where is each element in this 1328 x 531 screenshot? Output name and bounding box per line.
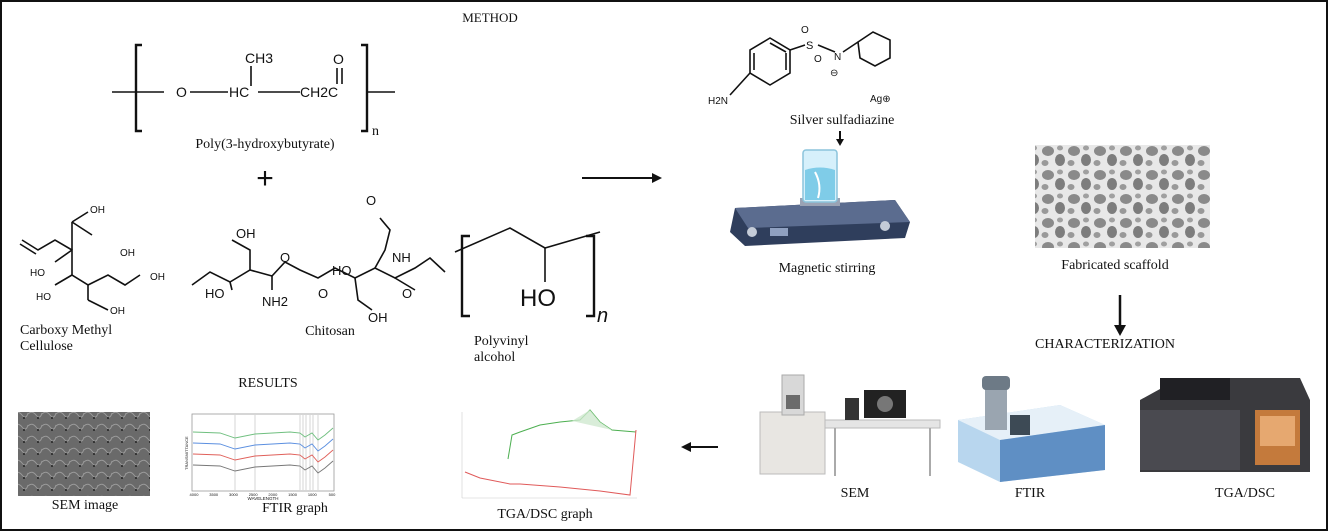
beaker-on-stirrer-icon xyxy=(730,149,910,246)
pva-atom-ho: HO xyxy=(520,285,556,312)
arrow-left-icon xyxy=(681,442,718,452)
sem-image xyxy=(18,412,150,496)
chitosan-atom-ho: HO xyxy=(332,263,352,278)
chitosan-atom-oh: OH xyxy=(368,310,388,325)
ftir-tick-label: 1000 xyxy=(308,492,318,497)
results-title: RESULTS xyxy=(238,376,297,391)
cmc-atom-oh: OH xyxy=(90,205,105,216)
ftir-tick-label: 2000 xyxy=(268,492,278,497)
phb-atom-o-carbonyl: O xyxy=(333,51,344,67)
chitosan-atom-o: O xyxy=(318,286,328,301)
phb-label: Poly(3-hydroxybutyrate) xyxy=(195,137,335,152)
phb-n: n xyxy=(372,124,379,139)
chitosan-atom-oh: OH xyxy=(236,226,256,241)
ssd-atom-n: N xyxy=(834,52,841,63)
ssd-structure: H2N S O O N ⊖ Ag⊕ xyxy=(708,25,891,107)
ftir-spectrum-line xyxy=(192,449,334,463)
scaffold-texture xyxy=(1035,145,1210,248)
arrow-right-icon xyxy=(582,173,662,183)
chitosan-atom-o: O xyxy=(402,286,412,301)
scaffold-label: Fabricated scaffold xyxy=(1061,258,1168,273)
pva-n: n xyxy=(597,305,608,327)
ssd-atom-s: S xyxy=(806,40,813,52)
arrow-down-icon xyxy=(1114,295,1126,336)
chitosan-atom-ho: HO xyxy=(205,286,225,301)
ftir-tick-label: 4000 xyxy=(190,492,200,497)
characterization-title: CHARACTERIZATION xyxy=(1035,337,1175,352)
arrow-down-icon xyxy=(836,131,844,146)
ssd-charge-negative: ⊖ xyxy=(830,68,838,79)
tga-graph-label: TGA/DSC graph xyxy=(497,507,592,522)
cmc-atom-oh: OH xyxy=(150,272,165,283)
ftir-label: FTIR xyxy=(1015,486,1046,501)
cmc-atom-ho: HO xyxy=(30,268,45,279)
ftir-instrument-icon xyxy=(958,376,1105,482)
phb-atom-ch3: CH3 xyxy=(245,50,273,66)
ssd-atom-ag: Ag⊕ xyxy=(870,94,891,105)
cmc-label-line2: Cellulose xyxy=(20,339,73,354)
sem-image-label: SEM image xyxy=(52,498,119,513)
pva-label-line2: alcohol xyxy=(474,350,515,365)
tga-instrument-icon xyxy=(1140,378,1310,472)
chitosan-atom-o: O xyxy=(366,193,376,208)
plus-sign: + xyxy=(256,162,274,195)
pva-structure: HO n xyxy=(454,227,608,327)
ftir-tick-label: 3000 xyxy=(229,492,239,497)
method-title: METHOD xyxy=(462,10,518,25)
ftir-tick-label: 2500 xyxy=(249,492,259,497)
chitosan-atom-o: O xyxy=(280,250,290,265)
cmc-atom-oh: OH xyxy=(110,306,125,317)
ssd-atom-o: O xyxy=(814,54,822,65)
ftir-ylabel: TRANSMITTANCE xyxy=(184,436,189,470)
pva-label-line1: Polyvinyl xyxy=(474,334,529,349)
sem-label: SEM xyxy=(841,486,870,501)
sem-instrument-icon xyxy=(759,374,941,476)
cmc-atom-oh: OH xyxy=(120,248,135,259)
ftir-tick-label: 1500 xyxy=(288,492,298,497)
cmc-label-line1: Carboxy Methyl xyxy=(20,323,112,338)
ssd-atom-h2n: H2N xyxy=(708,96,728,107)
chitosan-atom-nh2: NH2 xyxy=(262,294,288,309)
chitosan-atom-nh: NH xyxy=(392,250,411,265)
ftir-tick-label: 3500 xyxy=(209,492,219,497)
phb-atom-o: O xyxy=(176,84,187,100)
ftir-tick-label: 500 xyxy=(329,492,336,497)
ssd-label: Silver sulfadiazine xyxy=(790,113,895,128)
cmc-atom-ho: HO xyxy=(36,292,51,303)
tga-label: TGA/DSC xyxy=(1215,486,1275,501)
ssd-atom-o: O xyxy=(801,25,809,36)
ftir-spectrum-line xyxy=(192,427,334,441)
ftir-spectrum-line xyxy=(192,460,334,474)
ftir-spectrum-line xyxy=(192,438,334,452)
cmc-structure: OH OH HO HO OH OH xyxy=(19,205,165,317)
ftir-xlabel: WAVELENGTH xyxy=(247,496,278,501)
phb-structure: O HC CH3 CH2C O n xyxy=(112,43,395,139)
phb-atom-ch2c: CH2C xyxy=(300,84,338,100)
ftir-graph-label: FTIR graph xyxy=(262,501,328,516)
phb-atom-hc: HC xyxy=(229,84,249,100)
chitosan-label: Chitosan xyxy=(305,324,355,339)
chitosan-structure: OH HO NH2 O O HO NH OH O O xyxy=(191,193,446,325)
ftir-graph: TRANSMITTANCE WAVELENGTH 4000 3500 3000 250… xyxy=(184,413,336,501)
stirring-label: Magnetic stirring xyxy=(779,261,876,276)
tga-graph xyxy=(461,409,637,499)
